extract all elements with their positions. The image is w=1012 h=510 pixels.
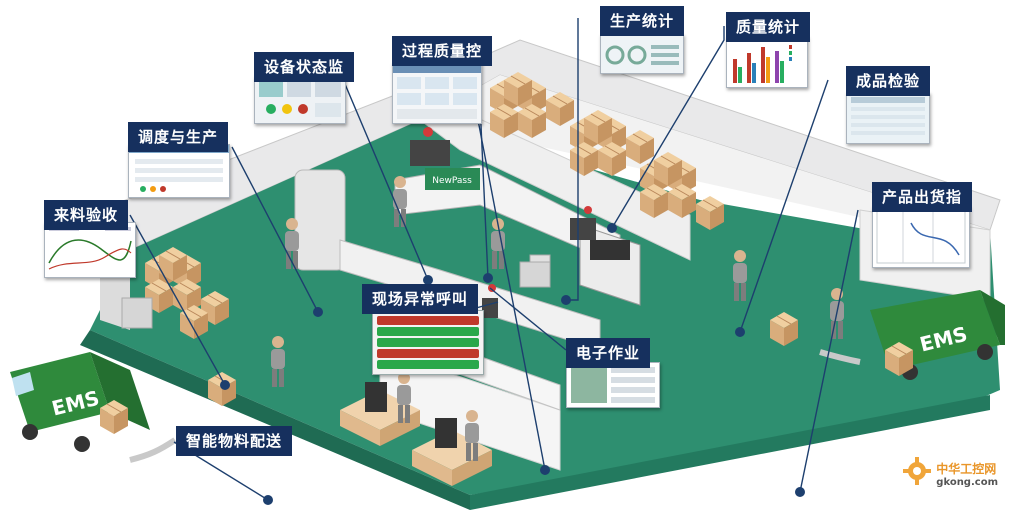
electronic-work-thumbnail (566, 362, 660, 408)
truck-right: EMS (870, 290, 1005, 380)
label-smart-logistics: 智能物料配送 (176, 426, 293, 456)
label-quality-stats: 质量统计 (726, 12, 811, 42)
production-stats-thumbnail (600, 34, 684, 74)
watermark-en: gkong.com (936, 477, 998, 488)
label-equipment-status: 设备状态监 (254, 52, 355, 82)
label-process-quality: 过程质量控 (392, 36, 493, 66)
process-quality-thumbnail (392, 62, 482, 124)
scheduling-thumbnail (128, 144, 230, 198)
watermark: 中华工控网 gkong.com (903, 457, 998, 488)
label-electronic-work: 电子作业 (566, 338, 651, 368)
shipping-guide-thumbnail (872, 206, 970, 268)
incoming-inspection-thumbnail (44, 222, 136, 278)
truck-left: EMS (10, 352, 150, 452)
label-incoming-inspection: 来料验收 (44, 200, 129, 230)
andon-call-panel (372, 310, 484, 375)
label-production-stats: 生产统计 (600, 6, 685, 36)
leader-dots (220, 223, 805, 505)
watermark-cn: 中华工控网 (936, 462, 997, 476)
label-shipping-guide: 产品出货指 (872, 182, 973, 212)
gear-icon (903, 457, 932, 485)
finished-inspection-thumbnail (846, 92, 930, 144)
office-desks (340, 372, 492, 486)
quality-stats-thumbnail (726, 36, 808, 88)
label-scheduling: 调度与生产 (128, 122, 229, 152)
label-andon-call: 现场异常呼叫 (362, 284, 479, 314)
equipment-status-thumbnail (254, 76, 346, 124)
label-finished-inspection: 成品检验 (846, 66, 931, 96)
machine-brand: NewPass (432, 176, 472, 186)
